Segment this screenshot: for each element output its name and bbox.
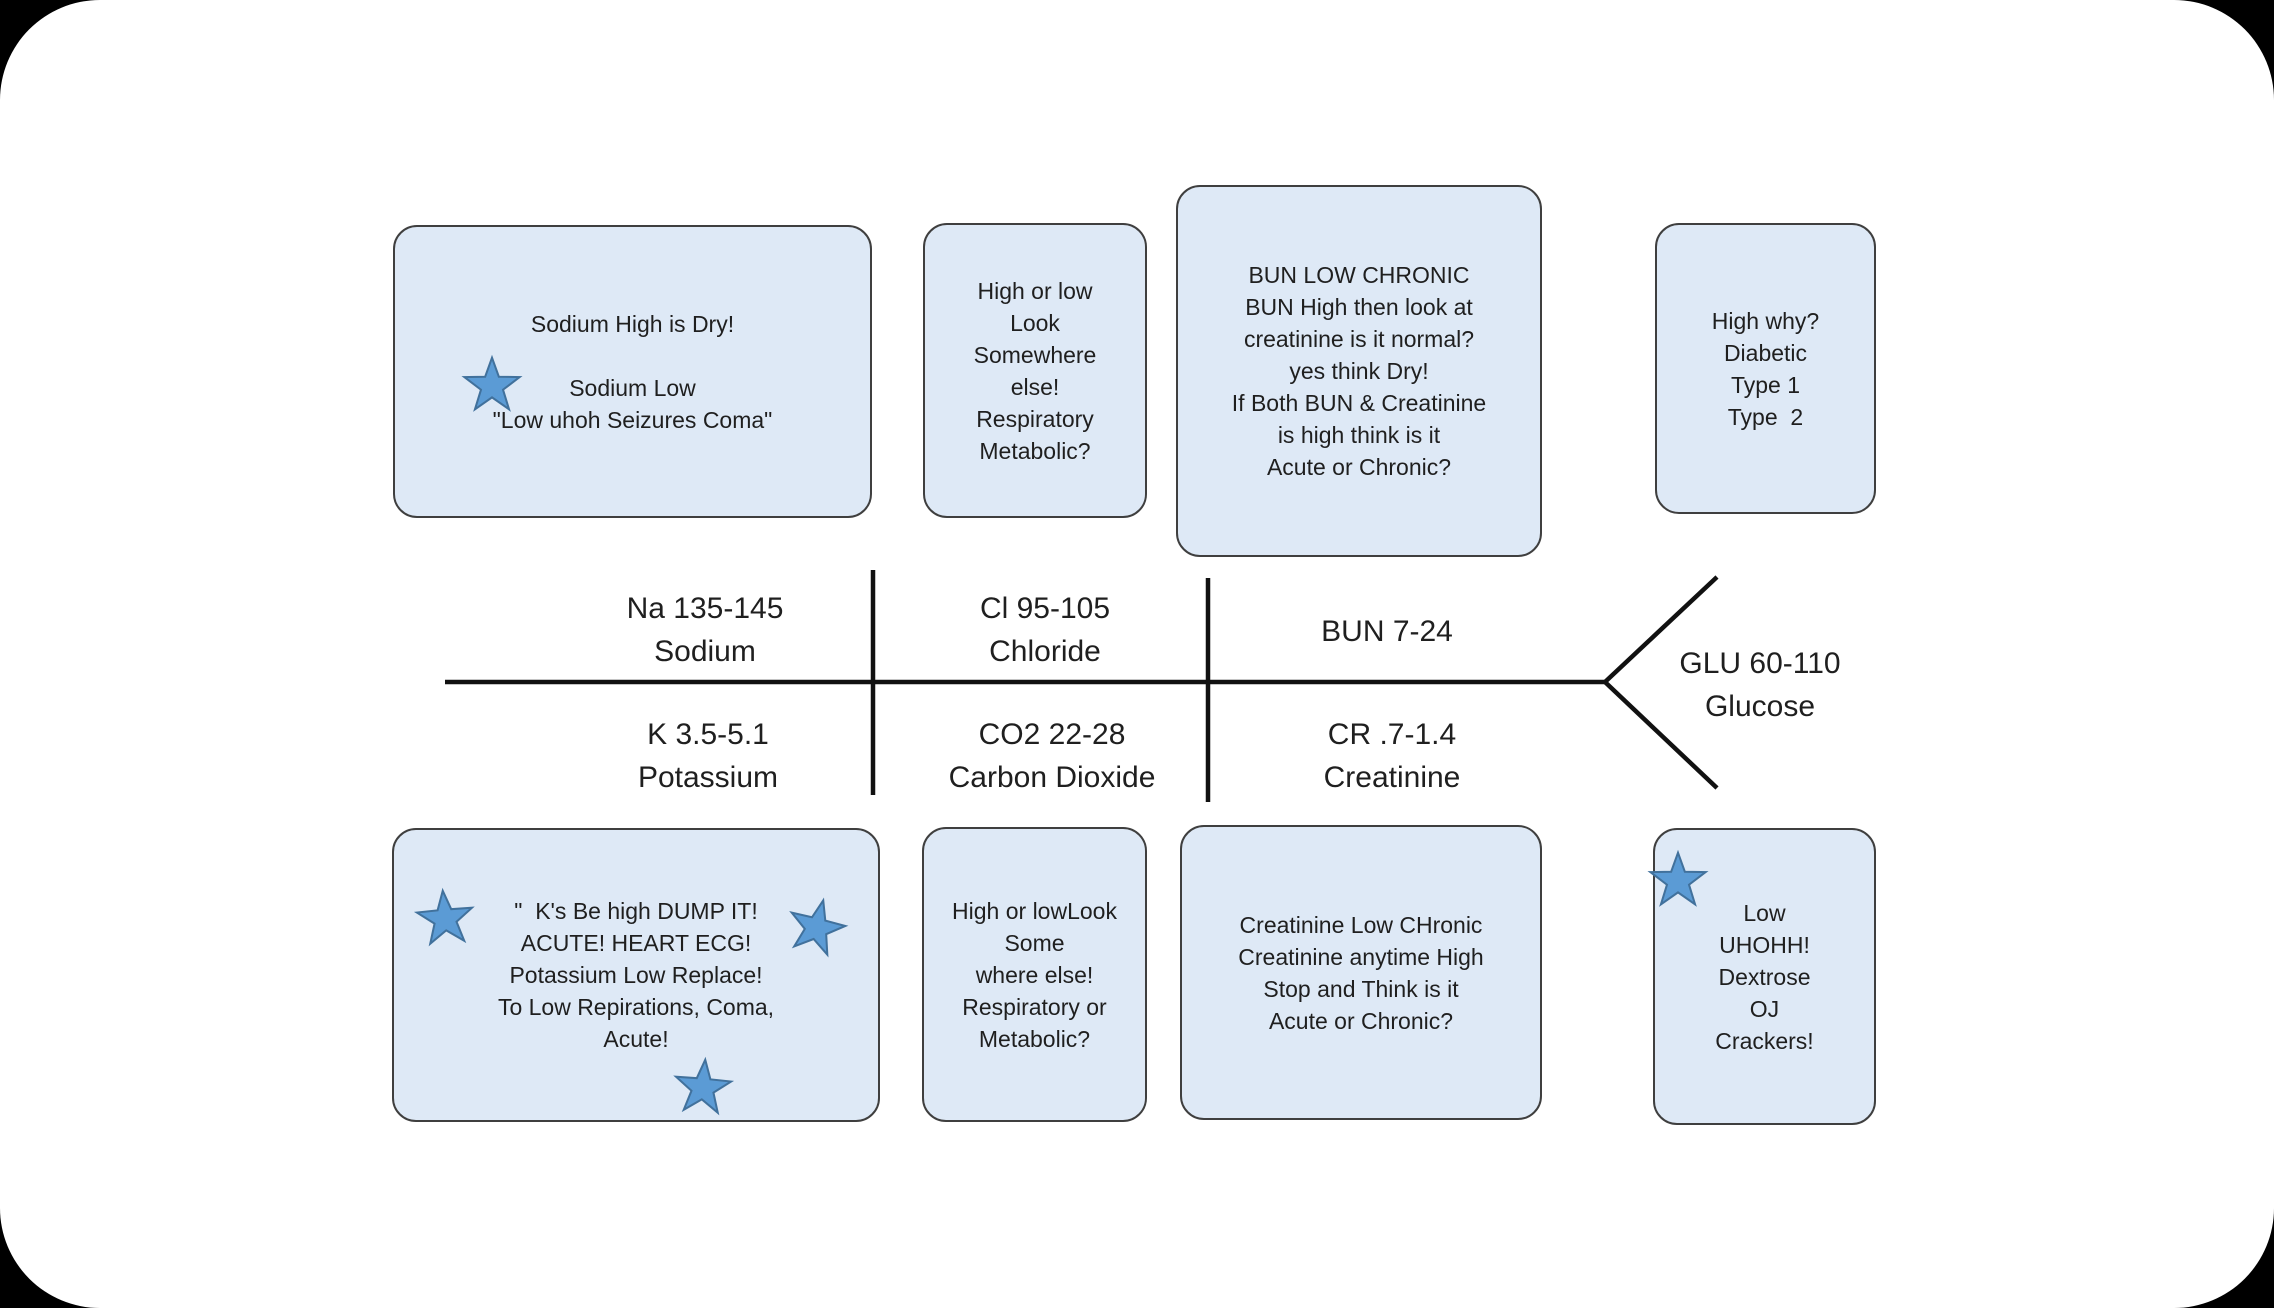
text-line: Dextrose	[1718, 963, 1811, 990]
text-line: Respiratory or	[962, 993, 1107, 1020]
text-line: CO2 22-28	[978, 718, 1126, 751]
text-line: Some	[1004, 929, 1065, 956]
star-icon	[413, 887, 475, 947]
text-line: Sodium Low	[569, 374, 696, 401]
text-line: Carbon Dioxide	[948, 761, 1156, 794]
text-line: High why?	[1711, 307, 1820, 334]
text-line: To Low Repirations, Coma,	[497, 994, 775, 1020]
text-line: else!	[1010, 373, 1060, 400]
text-line: Creatinine	[1323, 761, 1461, 794]
text-line: BUN 7-24	[1321, 615, 1453, 648]
text-line: Creatinine anytime High	[1238, 943, 1484, 970]
text-line: Chloride	[989, 635, 1101, 668]
text-line: Creatinine Low CHronic	[1239, 911, 1483, 938]
star-icon	[789, 897, 849, 958]
star-icon	[673, 1056, 735, 1116]
text-line: High or low	[977, 277, 1093, 304]
text-line: Potassium	[637, 761, 779, 794]
text-line: Somewhere	[973, 341, 1097, 368]
text-line: creatinine is it normal?	[1243, 326, 1475, 352]
star-icon	[1647, 849, 1709, 907]
note-box-bun: BUN LOW CHRONIC BUN High then look at crea…	[1176, 185, 1542, 557]
text-line: BUN High then look at	[1245, 294, 1473, 320]
text-line: OJ	[1749, 995, 1780, 1022]
text-line: BUN LOW CHRONIC	[1248, 262, 1470, 288]
text-line: Sodium High is Dry!	[530, 310, 735, 337]
text-line: Metabolic?	[979, 437, 1091, 464]
text-line: Sodium	[654, 635, 756, 668]
text-line: Acute or Chronic?	[1266, 454, 1452, 480]
text-line: Cl 95-105	[979, 592, 1111, 625]
text-line: UHOHH!	[1719, 931, 1810, 958]
text-line: ACUTE! HEART ECG!	[520, 930, 752, 956]
text-line: "Low uhoh Seizures Coma"	[492, 406, 773, 433]
text-line: Look	[1010, 309, 1060, 336]
text-line: Glucose	[1704, 690, 1816, 723]
star-icon	[461, 354, 523, 412]
label-bun: BUN 7-24	[1321, 610, 1453, 653]
note-box-sodium: Sodium High is Dry! Sodium Low "Low uhoh S…	[393, 225, 872, 518]
text-line: Potassium Low Replace!	[509, 962, 763, 988]
text-line: GLU 60-110	[1679, 647, 1841, 680]
text-line: Na 135-145	[626, 592, 784, 625]
text-line: where else!	[975, 961, 1094, 988]
text-line: Low	[1743, 899, 1786, 926]
text-line: Stop and Think is it	[1263, 975, 1459, 1002]
text-line: CR .7-1.4	[1327, 718, 1457, 751]
note-box-potassium: " K's Be high DUMP IT! ACUTE! HEART ECG! P…	[392, 828, 880, 1122]
text-line: " K's Be high DUMP IT!	[514, 898, 758, 924]
text-line: Acute!	[603, 1026, 669, 1052]
text-line: Crackers!	[1715, 1027, 1814, 1054]
text-line: Type 1	[1730, 371, 1801, 398]
text-line: Respiratory	[976, 405, 1094, 432]
text-line: Diabetic	[1723, 339, 1808, 366]
text-line: Type 2	[1727, 403, 1804, 430]
text-line: High or lowLook	[952, 897, 1117, 924]
text-line: Metabolic?	[978, 1025, 1091, 1052]
text-line: Acute or Chronic?	[1268, 1007, 1454, 1034]
text-line: K 3.5-5.1	[647, 718, 769, 751]
text-line: is high think is it	[1277, 422, 1441, 448]
text-line: If Both BUN & Creatinine	[1231, 390, 1487, 416]
text-line: yes think Dry!	[1289, 358, 1429, 384]
